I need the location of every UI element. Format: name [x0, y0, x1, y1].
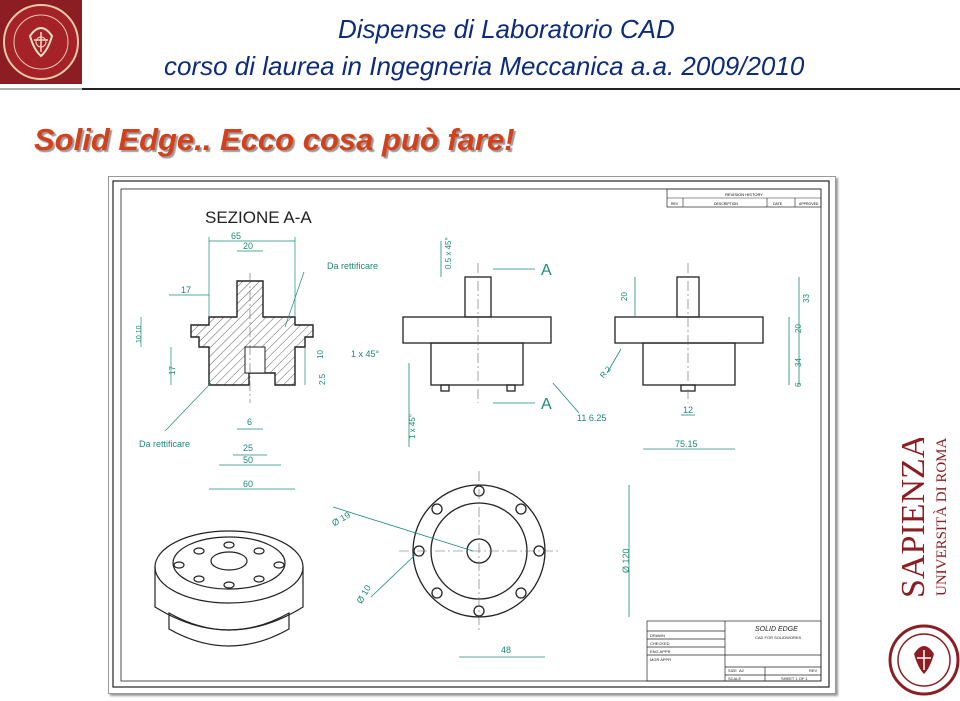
revision-history-block: REVISION HISTORY REV DESCRIPTION DATE AP…	[666, 188, 822, 208]
section-dimensions	[140, 237, 306, 490]
university-seal-bottom	[884, 620, 960, 696]
sapienza-wordmark: SAPIENZA	[895, 438, 932, 598]
title-block-size-val: A2	[739, 668, 745, 673]
header-rule	[82, 88, 960, 90]
note-rettificare-2: Da rettificare	[139, 439, 190, 449]
title-row-eng: ENG APPR	[650, 649, 671, 654]
dim-1x45: 1 x 45°	[351, 349, 380, 359]
dim-dia-19: Ø 19	[330, 510, 352, 528]
side-view-dimensions	[606, 277, 800, 450]
dim-17: 17	[181, 285, 191, 295]
date-col: DATE	[773, 202, 783, 206]
title-block	[646, 620, 822, 682]
title-block-name: SOLID EDGE	[755, 626, 798, 633]
dim-25: 25	[243, 443, 253, 453]
title-block-size: SIZE	[728, 668, 737, 673]
cad-drawing: REVISION HISTORY REV DESCRIPTION DATE AP…	[108, 176, 836, 694]
front-view	[402, 263, 552, 403]
note-rettificare-1: Da rettificare	[327, 261, 378, 271]
header-title-line2: corso di laurea in Ingegneria Meccanica …	[164, 51, 805, 81]
dim-20-top: 20	[243, 241, 253, 251]
desc-col: DESCRIPTION	[714, 202, 738, 206]
dim-33: 33	[802, 294, 811, 303]
dim-10-10: 10 10	[136, 325, 143, 343]
dim-10: 10	[316, 350, 325, 359]
sapienza-brand: SAPIENZA UNIVERSITÀ DI ROMA	[884, 433, 960, 618]
header-title-line1: Dispense di Laboratorio CAD	[338, 14, 675, 44]
section-view	[190, 273, 314, 403]
isometric-view	[154, 530, 304, 647]
slide-title: Solid Edge.. Ecco cosa può fare!	[34, 122, 515, 157]
dim-50: 50	[243, 455, 253, 465]
section-label-a-top: A	[541, 262, 552, 279]
title-row-drawn: DRAWN	[650, 633, 665, 638]
section-title: SEZIONE A-A	[205, 208, 312, 227]
university-seal-logo	[0, 0, 82, 84]
top-view-dimensions	[332, 485, 630, 658]
dim-1x45-b: 1 x 45°	[408, 414, 417, 439]
side-view	[614, 263, 764, 403]
dim-20-r: 20	[620, 292, 629, 301]
dim-48: 48	[501, 645, 511, 655]
dim-6-r: 6	[794, 382, 803, 387]
rev-col: REV	[671, 202, 679, 206]
dim-17-left: 17	[168, 366, 177, 375]
front-view-dimensions	[408, 241, 580, 447]
top-view	[399, 471, 559, 631]
dim-65: 65	[231, 231, 241, 241]
title-row-checked: CHECKED	[650, 641, 670, 646]
dim-12: 12	[683, 405, 693, 415]
dim-6: 6	[247, 417, 252, 427]
dim-2-5: 2.5	[318, 373, 327, 385]
title-block-rev: REV	[809, 668, 818, 673]
dim-60: 60	[243, 479, 253, 489]
approved-col: APPROVED	[799, 202, 819, 206]
title-row-mgr: MGR APPR	[650, 657, 671, 662]
title-block-subtitle: CAD FOR SOLIDWORKS	[755, 635, 802, 640]
dim-dia-120: Ø 120	[621, 548, 631, 573]
dim-11-625: 11 6.25	[577, 413, 606, 423]
title-block-scale: SCALE	[728, 676, 741, 681]
dim-20-r2: 20	[794, 324, 803, 333]
title-block-sheet: SHEET 1 OF 1	[781, 676, 808, 681]
dim-34: 34	[794, 358, 803, 367]
dim-dia-10: Ø 10	[355, 583, 373, 605]
dim-75-15: 75.15	[675, 439, 698, 449]
header-rule-left	[0, 88, 82, 90]
section-label-a-bottom: A	[541, 396, 552, 413]
dim-05x45: 0.5 x 45°	[444, 237, 453, 269]
sapienza-subtitle: UNIVERSITÀ DI ROMA	[933, 438, 950, 596]
revision-title: REVISION HISTORY	[725, 192, 763, 197]
